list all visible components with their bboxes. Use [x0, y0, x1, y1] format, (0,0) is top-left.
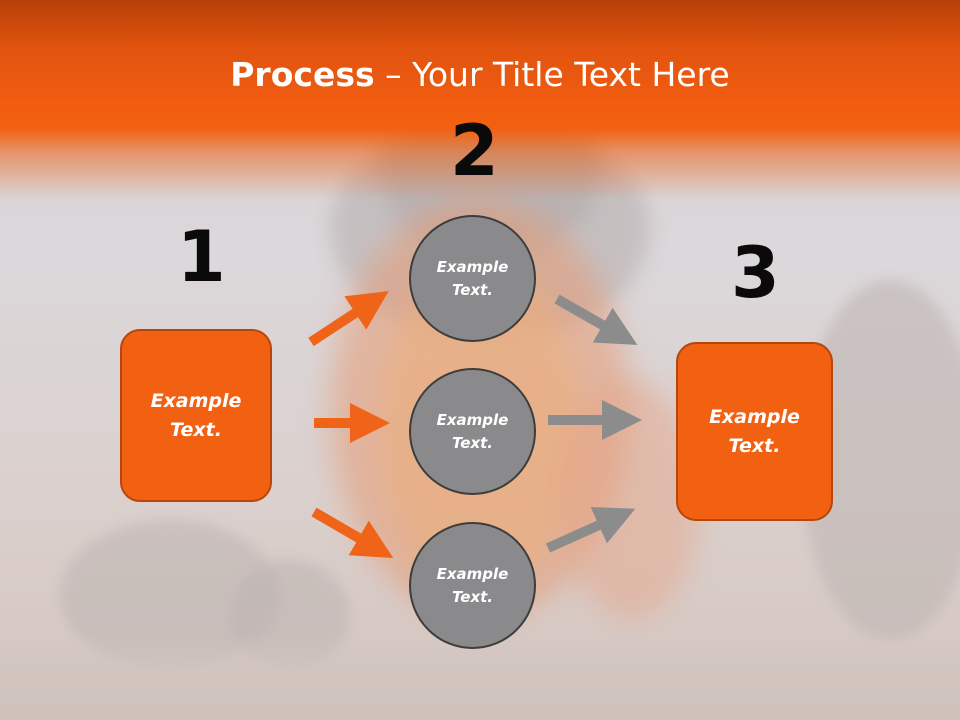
arrow-1-to-bottom [311, 507, 394, 559]
circle-top-text: Example Text. [436, 257, 509, 299]
step-1-box: Example Text. [120, 329, 272, 502]
arrow-bottom-to-3 [545, 506, 636, 553]
title-banner [0, 0, 960, 200]
circle-bottom-text: Example Text. [436, 564, 509, 606]
arrow-1-to-top [308, 291, 389, 347]
circle-middle: Example Text. [409, 368, 536, 495]
title-rest: – Your Title Text Here [374, 55, 730, 94]
step-3-box: Example Text. [676, 342, 833, 521]
circle-bottom: Example Text. [409, 522, 536, 649]
step-1-text: Example Text. [150, 389, 242, 441]
step-number-2: 2 [450, 110, 499, 192]
page-title: Process – Your Title Text Here [0, 54, 960, 96]
step-number-1: 1 [177, 216, 226, 298]
step-3-text: Example Text. [709, 405, 800, 457]
step-number-3: 3 [731, 232, 780, 314]
circle-top: Example Text. [409, 215, 536, 342]
circle-middle-text: Example Text. [436, 410, 509, 452]
title-bold: Process [230, 55, 375, 94]
arrow-top-to-3 [554, 294, 638, 345]
